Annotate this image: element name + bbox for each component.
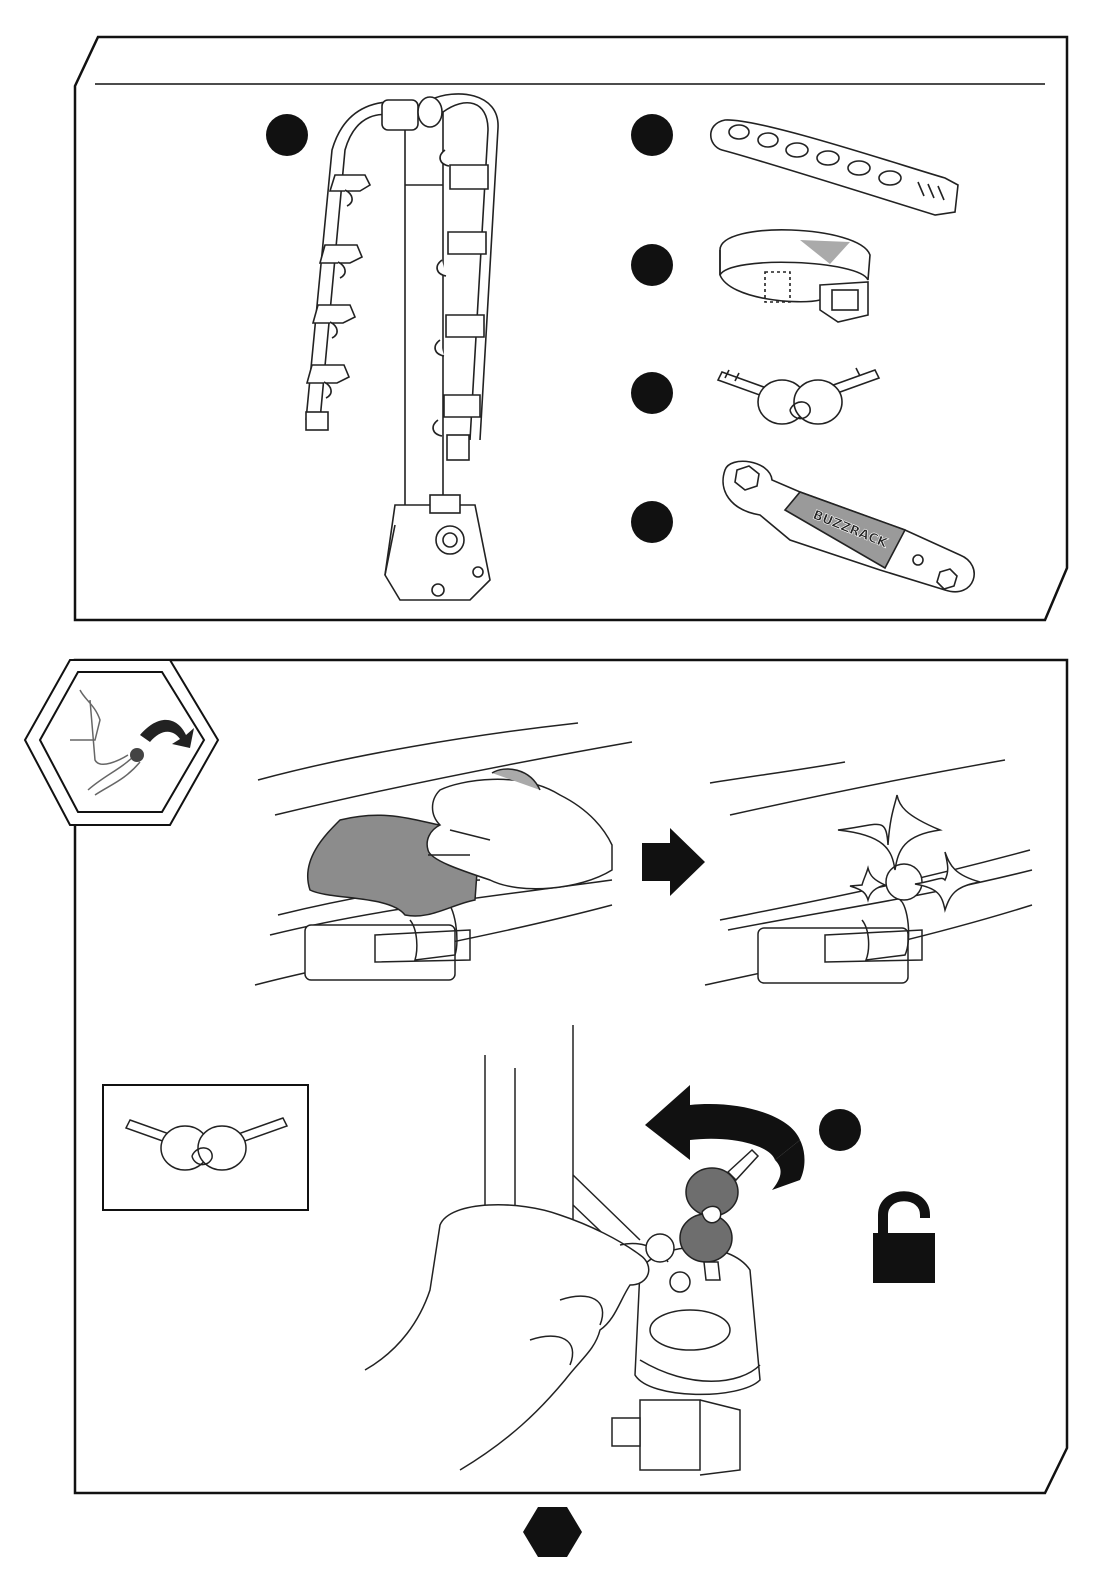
item-bullet (266, 114, 308, 156)
padlock-open-icon (873, 1196, 935, 1283)
towball-hex-icon (25, 660, 218, 825)
bike-rack-icon (266, 94, 498, 600)
spacer-strap-icon (631, 114, 958, 215)
keys-icon (631, 368, 879, 424)
parts-panel: BUZZRACK (75, 37, 1067, 620)
arrow-right-icon (642, 828, 705, 896)
item-bullet (631, 501, 673, 543)
cloth-wipe-icon (255, 723, 632, 985)
step-bullet (819, 1109, 861, 1151)
strap-icon (631, 230, 870, 322)
item-bullet (631, 372, 673, 414)
clean-towball-icon (705, 760, 1032, 985)
install-panel (25, 660, 1067, 1493)
wrench-icon: BUZZRACK (631, 461, 974, 591)
hexagon-marker-icon (523, 1507, 582, 1557)
keys-inset (103, 1085, 308, 1210)
item-bullet (631, 244, 673, 286)
item-bullet (631, 114, 673, 156)
